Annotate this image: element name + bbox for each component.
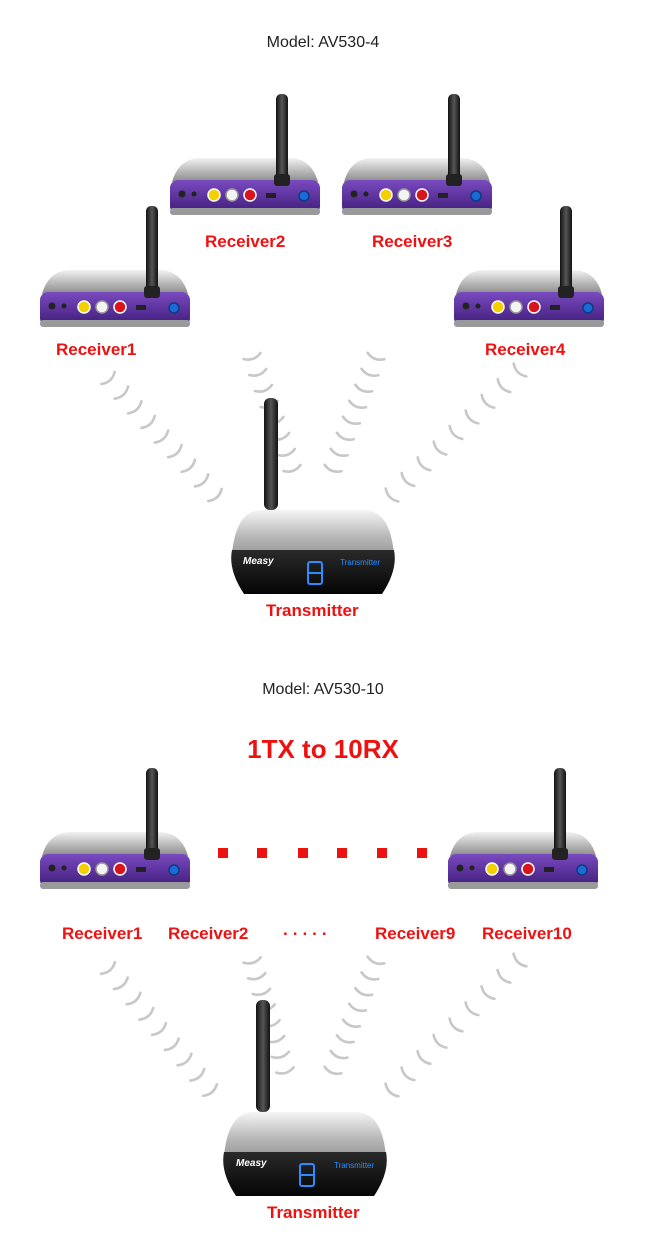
signal-wave-arc [112, 976, 131, 993]
signal-wave-arc [398, 1066, 416, 1084]
signal-wave-arc [242, 956, 263, 967]
transmitter-label: Transmitter [266, 601, 359, 620]
signal-wave-arc [328, 447, 349, 460]
signal-wave-arc [510, 362, 528, 380]
signal-wave-arc [346, 1002, 368, 1015]
signal-wave-arc [322, 463, 343, 476]
signal-wave-arc [246, 971, 268, 983]
panel-transmitter-text: Transmitter [340, 558, 381, 567]
signal-wave-arc [359, 367, 380, 380]
signal-wave-arc [140, 414, 159, 432]
signal-wave-arc [346, 399, 368, 412]
signal-wave-arc [446, 424, 464, 443]
signal-wave-arc [510, 952, 528, 970]
signal-wave-arc [189, 1067, 208, 1085]
signal-wave-arc [275, 1066, 296, 1077]
receiver1-label: Receiver1 [56, 340, 137, 359]
receiver1-label-10: Receiver1 [62, 924, 143, 943]
signal-wave-arc [359, 971, 380, 984]
signal-wave-arc [382, 487, 400, 505]
signal-wave-arc [138, 1006, 157, 1024]
receiver-ellipsis: ..... [283, 920, 332, 939]
signal-wave-arc [99, 960, 119, 978]
signal-wave-arc [322, 1065, 343, 1078]
signal-wave-arc [334, 431, 356, 444]
signal-wave-arc [276, 447, 298, 460]
signal-wave-arc [494, 377, 512, 396]
signal-wave-arc [398, 471, 416, 490]
signal-wave-arc [270, 1050, 292, 1062]
signal-wave-arc [352, 986, 374, 999]
signal-wave-arc [251, 987, 273, 999]
signal-wave-arc [478, 984, 496, 1003]
signal-wave-arc [352, 383, 374, 396]
receiver4-device [453, 205, 605, 328]
signal-wave-arc [113, 385, 132, 403]
signal-wave-arc [478, 393, 496, 412]
signal-wave-arc [462, 1001, 480, 1019]
signal-wave-arc [494, 968, 512, 987]
signal-wave-arc [382, 1082, 400, 1100]
receiver2-label: Receiver2 [205, 232, 286, 251]
receiver-ellipsis-squares [218, 848, 427, 858]
model-label-av530-10: Model: AV530-10 [262, 681, 384, 698]
receiver3-label: Receiver3 [372, 232, 453, 251]
signal-wave-arc [462, 409, 480, 427]
signal-wave-arc [125, 991, 144, 1008]
signal-wave-arc [126, 399, 145, 417]
signal-wave-arc [334, 1034, 355, 1046]
signal-wave-arc [282, 463, 303, 476]
signal-wave-arc [446, 1017, 464, 1035]
signal-wave-arc [365, 955, 386, 968]
signal-wave-arc [166, 443, 185, 461]
signal-wave-arc [207, 487, 225, 505]
signal-wave-arc [328, 1049, 349, 1062]
signal-wave-arc [193, 473, 212, 490]
signal-wave-arc [430, 1033, 448, 1052]
receiver3-device [341, 93, 493, 216]
receiver10-label: Receiver10 [482, 924, 572, 943]
signal-wave-arc [100, 370, 118, 388]
signal-wave-arc [340, 1018, 362, 1031]
signal-wave-arc [201, 1082, 221, 1100]
model-label-av530-4: Model: AV530-4 [266, 34, 380, 51]
headline-1tx-to-10rx: 1TX to 10RX [247, 734, 399, 764]
receiver9-label: Receiver9 [375, 924, 456, 943]
signal-wave-arc [176, 1052, 195, 1069]
receiver10-device [447, 767, 599, 890]
signal-wave-arc [180, 458, 199, 476]
signal-wave-arc [365, 351, 386, 364]
transmitter-label-10: Transmitter [267, 1203, 360, 1222]
signal-waves-top [100, 351, 528, 505]
receiver2-device [169, 93, 321, 216]
receiver1-device [39, 205, 191, 328]
signal-wave-arc [414, 1049, 432, 1068]
signal-wave-arc [150, 1021, 170, 1039]
signal-wave-arc [253, 383, 275, 396]
receiver2-label-10: Receiver2 [168, 924, 249, 943]
brand-logo-10: Measy [236, 1158, 267, 1169]
signal-wave-arc [153, 429, 172, 447]
signal-wave-arc [340, 415, 362, 428]
signal-wave-arc [414, 456, 432, 474]
signal-waves-bottom [99, 952, 528, 1100]
signal-wave-arc [242, 351, 263, 364]
receiver4-label: Receiver4 [485, 340, 566, 359]
receiver1-device-10 [39, 767, 191, 890]
signal-wave-arc [247, 367, 269, 380]
signal-wave-arc [163, 1037, 182, 1054]
panel-transmitter-text-10: Transmitter [334, 1161, 375, 1170]
signal-wave-arc [430, 440, 448, 458]
brand-logo: Measy [243, 556, 274, 567]
